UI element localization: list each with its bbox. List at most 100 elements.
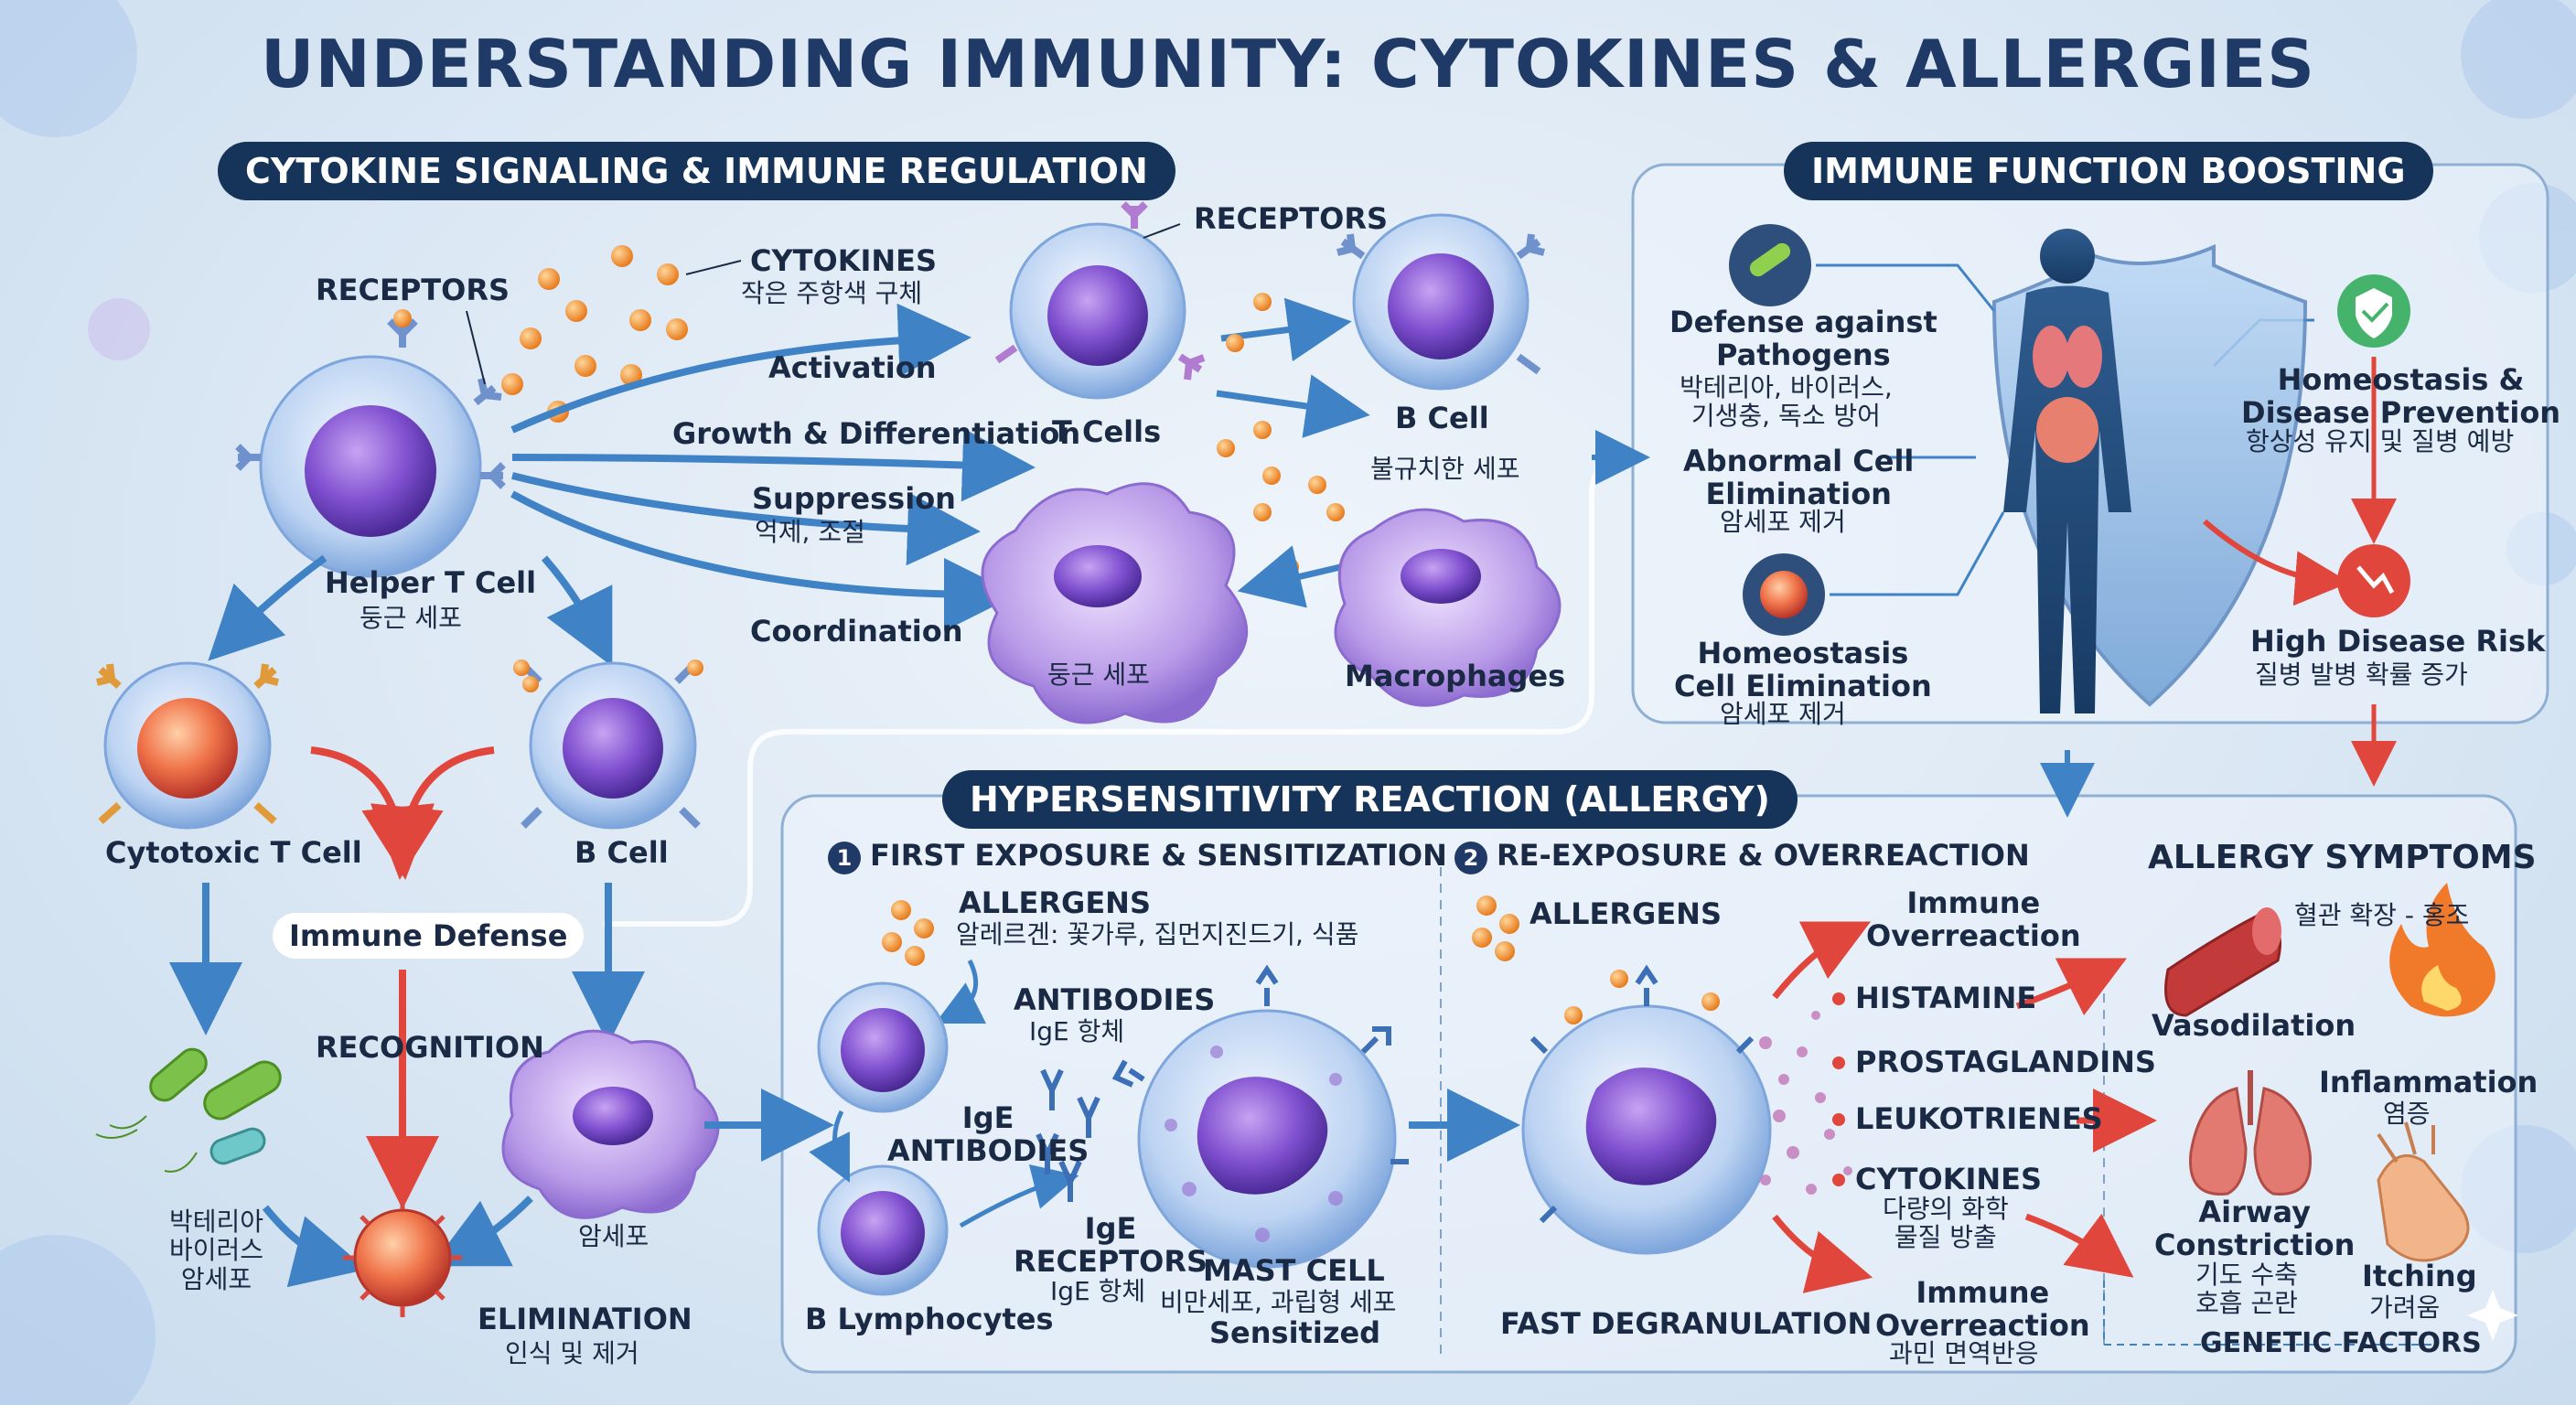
mediator-dots: [1832, 992, 1845, 1186]
antibody-icons: [1036, 1068, 1100, 1202]
label-itching: Itching: [2362, 1259, 2477, 1293]
label-abnormal-kr: 암세포 제거: [1720, 507, 1846, 537]
lymph-to-mast-arrow: [959, 1164, 1079, 1228]
label-suppression: Suppression: [752, 481, 956, 516]
label-homeo-prev-kr: 항상성 유지 및 질병 예방: [2246, 426, 2515, 456]
bacteria-icon: [95, 1047, 282, 1173]
label-helper-t-kr: 둥근 세포: [360, 603, 462, 633]
label-homeo-prev: Homeostasis & Disease Prevention: [2241, 362, 2561, 430]
section-cytokine-title: CYTOKINE SIGNALING & IMMUNE REGULATION: [218, 142, 1175, 200]
step2-title: RE-EXPOSURE & OVERREACTION: [1497, 838, 2030, 873]
b-lymphocyte-bottom: [817, 1164, 949, 1296]
cytokine-pointer: [685, 260, 742, 275]
label-t-cells: T Cells: [1052, 414, 1162, 449]
risk-icon: [2337, 544, 2410, 617]
label-macrophages: Macrophages: [1345, 659, 1566, 693]
pathogen-icon: [1729, 224, 1811, 306]
abnormal-cell-icon: [1743, 553, 1825, 636]
allergen-dots-2: [1472, 896, 1519, 961]
sparkle-icon: [2467, 1290, 2518, 1341]
fire-icon: [2389, 883, 2496, 1017]
label-inflammation: Inflammation: [2319, 1065, 2538, 1099]
t-cell: [994, 201, 1206, 400]
label-recognition: RECOGNITION: [316, 1030, 544, 1065]
shield-body-icon: [1991, 229, 2308, 713]
mediator-arrows: [1772, 921, 2157, 1293]
label-histamine: HISTAMINE: [1855, 981, 2037, 1015]
label-antibodies-kr: IgE 항체: [1029, 1016, 1125, 1046]
b-cell-top: [1336, 213, 1545, 391]
label-vasodilation: Vasodilation: [2152, 1008, 2356, 1043]
label-airway-kr: 기도 수축 호흡 곤란: [2195, 1260, 2298, 1319]
section-boost-title: IMMUNE FUNCTION BOOSTING: [1784, 142, 2433, 200]
label-pathogens-kr: 박테리아 바이러스 암세포: [169, 1207, 264, 1294]
dendritic-cell: [981, 482, 1249, 724]
b-lymphocyte-top: [817, 981, 949, 1113]
mast-cell-sensitized: [1111, 964, 1409, 1269]
mast-cell-degranulating: [1521, 964, 1772, 1255]
label-cytokines: CYTOKINES: [750, 243, 938, 278]
label-itching-kr: 가려움: [2369, 1292, 2441, 1323]
label-mast-kr: 비만세포, 과립형 세포: [1160, 1287, 1397, 1317]
label-b-cell-mid: B Cell: [574, 835, 669, 870]
page-title: UNDERSTANDING IMMUNITY: CYTOKINES & ALLE…: [260, 26, 2316, 102]
label-overreaction-kr: 과민 면역반응: [1889, 1338, 2039, 1368]
label-homeo-cell-kr: 암세포 제거: [1720, 699, 1846, 729]
label-cytokines-allergy-kr: 다량의 화학 물질 방출: [1883, 1194, 2009, 1253]
b-cell-mid: [513, 660, 703, 830]
label-abnormal: Abnormal Cell Elimination: [1683, 444, 1915, 511]
label-growth: Growth & Differentiation: [672, 416, 1081, 451]
granule-spray: [1759, 1011, 1852, 1195]
label-defense-kr: 박테리아, 바이러스, 기생충, 독소 방어: [1680, 372, 1893, 432]
defense-arrows: [310, 746, 495, 1209]
risk-arrow: [2203, 519, 2350, 606]
label-vaso-kr: 혈관 확장 - 홍조: [2294, 900, 2470, 930]
lymph-arrow: [809, 1110, 850, 1183]
homeostasis-shield-icon: [2337, 274, 2410, 348]
lungs-icon: [2189, 1070, 2312, 1196]
cytokine-dots: [501, 245, 688, 423]
allergen-arrow: [935, 959, 987, 1024]
label-irregular-kr: 불규치한 세포: [1370, 454, 1520, 484]
label-airway: Airway Constriction: [2154, 1195, 2356, 1262]
label-leukotrienes: LEUKOTRIENES: [1855, 1101, 2103, 1136]
label-risk-kr: 질병 발병 확률 증가: [2255, 660, 2468, 690]
receptor-pointer: [466, 310, 486, 385]
helper-t-cell: [235, 309, 506, 578]
label-ige-receptors: IgE RECEPTORS: [1014, 1211, 1208, 1279]
label-b-lymph: B Lymphocytes: [805, 1302, 1054, 1336]
cancer-cell: [501, 1029, 720, 1219]
label-antibodies: ANTIBODIES: [1014, 982, 1216, 1017]
label-helper-t: Helper T Cell: [325, 565, 537, 600]
cytotoxic-t-cell: [96, 661, 279, 830]
label-inflammation-kr: 염증: [2383, 1099, 2431, 1129]
macrophage: [1334, 508, 1562, 707]
label-receptors-right: RECEPTORS: [1194, 201, 1389, 236]
label-cytokines-allergy: CYTOKINES: [1855, 1162, 2043, 1196]
label-overreaction-bottom: Immune Overreaction: [1875, 1275, 2090, 1343]
signal-arrows: [208, 303, 1036, 667]
vessel-icon: [2164, 907, 2281, 1017]
label-ige-antibodies: IgE ANTIBODIES: [887, 1100, 1089, 1168]
symptoms-title: ALLERGY SYMPTOMS: [2148, 839, 2537, 876]
label-risk: High Disease Risk: [2250, 624, 2546, 659]
label-mast: MAST CELL: [1203, 1253, 1385, 1288]
connector-line: [604, 455, 1634, 927]
label-fast-degranulation: FAST DEGRANULATION: [1500, 1306, 1873, 1341]
step1-title: FIRST EXPOSURE & SENSITIZATION: [870, 838, 1447, 873]
section-allergy-title: HYPERSENSITIVITY REACTION (ALLERGY): [942, 770, 1798, 829]
step2-number: 2: [1454, 842, 1487, 874]
label-genetic: GENETIC FACTORS: [2200, 1327, 2482, 1359]
immune-defense-badge: Immune Defense: [273, 913, 585, 959]
label-elimination: ELIMINATION: [478, 1302, 692, 1336]
label-ige-receptors-kr: IgE 항체: [1050, 1276, 1146, 1306]
hand-icon: [2377, 1121, 2470, 1262]
allergen-dots-1: [882, 900, 934, 966]
label-overreaction-top: Immune Overreaction: [1866, 885, 2081, 953]
genetic-bracket: [2103, 1281, 2433, 1346]
label-cancer-kr: 암세포: [578, 1221, 649, 1251]
label-prostaglandins: PROSTAGLANDINS: [1855, 1045, 2156, 1079]
label-b-cell-top: B Cell: [1395, 401, 1489, 435]
virus-icon: [343, 1198, 462, 1317]
